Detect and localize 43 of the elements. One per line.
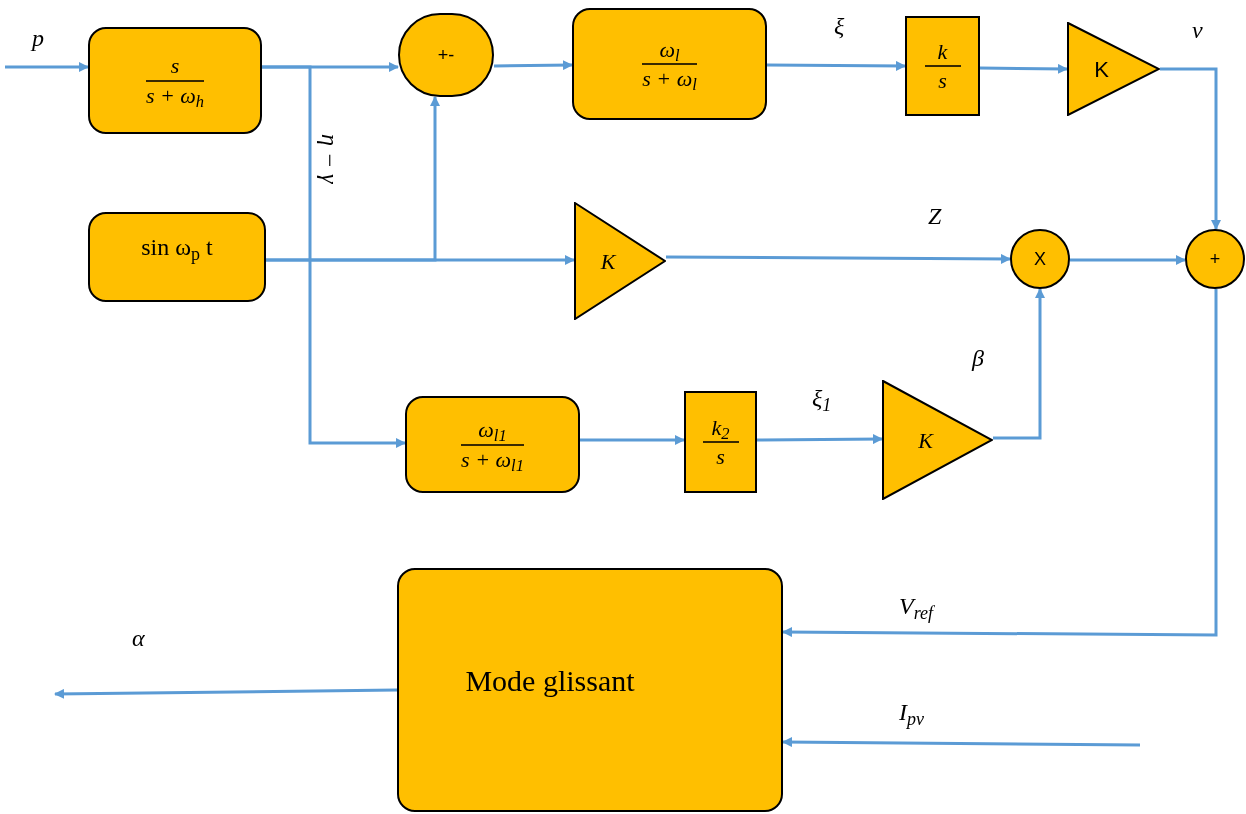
denominator-text: s — [938, 67, 947, 95]
gain-triangle — [574, 202, 666, 320]
arrow — [493, 60, 573, 71]
integrator-box — [684, 391, 757, 493]
transfer-function-box — [88, 27, 262, 134]
numerator-text: ω$_{l1}$ — [478, 416, 507, 444]
arrow — [266, 255, 575, 265]
arrow — [782, 737, 1140, 748]
arrow — [580, 435, 685, 445]
numerator-text: ω$_{l}$ — [659, 35, 680, 63]
arrow — [262, 65, 406, 448]
arrow — [757, 434, 883, 445]
arrow — [1070, 255, 1186, 265]
arrow — [980, 63, 1068, 74]
transfer-function-box — [405, 396, 580, 493]
block-label: K — [1094, 55, 1109, 84]
denominator-text: s — [716, 443, 725, 471]
arrow — [666, 253, 1011, 264]
gain-triangle — [882, 380, 993, 500]
block-label: sin ω$_{p}$ t — [141, 233, 213, 265]
denominator-text: s + ω$_{h}$ — [145, 81, 205, 109]
transfer-function-box — [572, 8, 767, 120]
denominator-text: s + ω$_{l1}$ — [461, 445, 524, 473]
block-label: +- — [437, 43, 455, 67]
numerator-text: k — [937, 37, 948, 65]
block-label: + — [1209, 247, 1221, 271]
integrator-box — [905, 16, 980, 116]
block-label: X — [1034, 247, 1046, 271]
controller-box — [397, 568, 783, 812]
arrow — [993, 288, 1045, 440]
arrow — [782, 289, 1218, 638]
controller-label: Mode glissant — [465, 662, 635, 699]
arrow — [767, 60, 906, 71]
arrow — [5, 62, 89, 72]
arrow — [54, 688, 397, 699]
denominator-text: s + ω$_{l}$ — [642, 65, 697, 93]
block-label: K — [600, 247, 616, 276]
block-label: K — [918, 426, 933, 455]
gain-triangle — [1067, 22, 1160, 116]
numerator-text: s — [170, 52, 180, 80]
arrow — [1160, 67, 1221, 230]
signal-source-box — [88, 212, 266, 302]
numerator-text: k$_{2}$ — [711, 413, 730, 441]
